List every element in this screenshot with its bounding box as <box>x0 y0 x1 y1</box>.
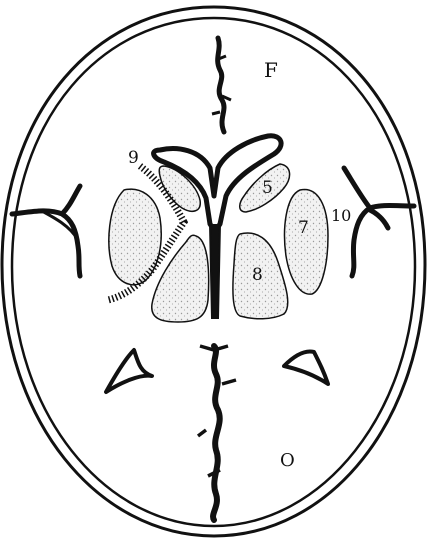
label-10: 10 <box>331 208 351 224</box>
interhemispheric-fissure-posterior <box>213 346 220 520</box>
label-occipital: O <box>280 452 295 470</box>
label-5: 5 <box>262 180 273 197</box>
label-9: 9 <box>128 150 139 167</box>
label-7: 7 <box>298 220 309 237</box>
interhemispheric-fissure-anterior <box>218 38 224 132</box>
right-temporal-horn <box>284 352 328 384</box>
left-insular-region <box>109 189 161 285</box>
label-8: 8 <box>252 267 263 284</box>
left-temporal-horn <box>106 350 152 392</box>
label-frontal: F <box>264 60 278 80</box>
structure-7 <box>285 189 328 294</box>
